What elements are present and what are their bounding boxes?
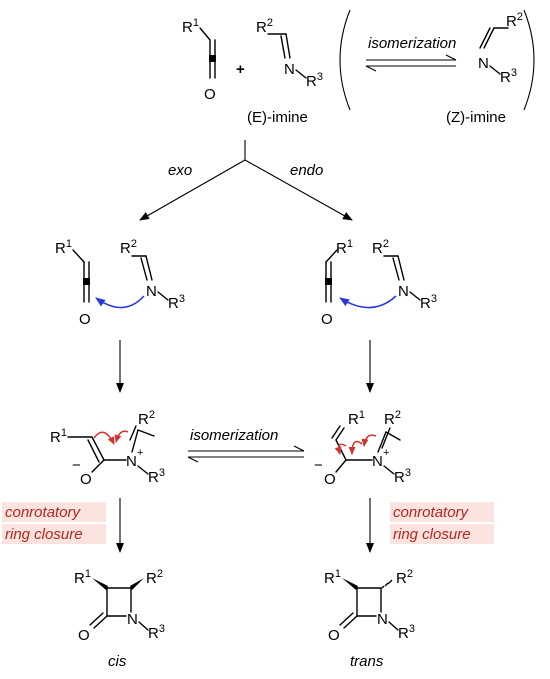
zwitterion-right: R1 − O N + R2 R3 bbox=[314, 409, 411, 488]
e-imine: R2 N R3 (E)-imine bbox=[247, 17, 323, 126]
electron-arrow-zr-1 bbox=[334, 443, 347, 455]
trans-beta-lactam: R1 R2 O N R3 trans bbox=[324, 568, 415, 670]
r3-label: R3 bbox=[306, 71, 323, 90]
nitrogen-zr: N bbox=[372, 453, 383, 470]
r3-label-zl: R3 bbox=[148, 467, 165, 486]
branch-arrows bbox=[139, 140, 353, 221]
conrotatory-label-right: conrotatory ring closure bbox=[390, 502, 494, 544]
r2-label: R2 bbox=[256, 17, 273, 36]
r3-label-endo: R3 bbox=[420, 293, 437, 312]
exo-approach: R1 O R2 N R3 bbox=[55, 238, 185, 328]
isomerization-label-top: isomerization bbox=[368, 35, 456, 52]
plus-sign: + bbox=[236, 61, 245, 78]
left-parenthesis bbox=[339, 9, 351, 111]
oxygen-zl: O bbox=[80, 471, 92, 488]
nitrogen-endo: N bbox=[398, 283, 409, 300]
svg-text:ring closure: ring closure bbox=[5, 526, 83, 543]
r2-label-zr: R2 bbox=[384, 409, 401, 428]
r3-label-trans: R3 bbox=[398, 623, 415, 642]
svg-text:conrotatory: conrotatory bbox=[393, 504, 470, 521]
r1-label-trans: R1 bbox=[324, 568, 341, 587]
nitrogen-exo: N bbox=[146, 283, 157, 300]
minus-charge-left: − bbox=[72, 457, 81, 474]
r2-label-zl: R2 bbox=[138, 409, 155, 428]
oxygen-trans: O bbox=[328, 627, 340, 644]
exo-label: exo bbox=[168, 162, 192, 179]
z-imine-label: (Z)-imine bbox=[446, 109, 506, 126]
oxygen-label: O bbox=[204, 86, 216, 103]
nitrogen-label: N bbox=[284, 61, 295, 78]
equilibrium-arrow-top bbox=[365, 54, 457, 72]
r3-label-z: R3 bbox=[500, 67, 517, 86]
r3-label-zr: R3 bbox=[394, 467, 411, 486]
ketene-top: R1 O bbox=[182, 17, 216, 103]
r1-label-zl: R1 bbox=[50, 427, 67, 446]
trans-label: trans bbox=[350, 653, 384, 670]
nitrogen-label-z: N bbox=[478, 55, 489, 72]
e-imine-label: (E)-imine bbox=[247, 109, 308, 126]
electron-arrow-zl-1 bbox=[93, 431, 115, 445]
cis-beta-lactam: R1 R2 O N R3 cis bbox=[74, 568, 165, 670]
r2-label-z: R2 bbox=[506, 11, 523, 30]
electron-arrow-zr-2 bbox=[348, 440, 363, 455]
minus-charge-right: − bbox=[314, 457, 323, 474]
r1-label-zr: R1 bbox=[348, 409, 365, 428]
r3-label-cis: R3 bbox=[148, 623, 165, 642]
svg-text:ring closure: ring closure bbox=[393, 526, 471, 543]
isomerization-label-mid: isomerization bbox=[190, 427, 278, 444]
nucleophilic-attack-arrow-exo bbox=[95, 295, 145, 309]
conrotatory-label-left: conrotatory ring closure bbox=[2, 502, 106, 544]
r2-label-exo: R2 bbox=[120, 238, 137, 257]
r2-label-endo: R2 bbox=[372, 238, 389, 257]
r1-label-cis: R1 bbox=[74, 568, 91, 587]
r2-label-cis: R2 bbox=[146, 568, 163, 587]
oxygen-exo: O bbox=[79, 311, 91, 328]
plus-charge-right: + bbox=[383, 447, 389, 459]
right-parenthesis bbox=[523, 9, 535, 111]
r3-label-exo: R3 bbox=[168, 293, 185, 312]
r1-label-exo: R1 bbox=[55, 238, 72, 257]
svg-text:conrotatory: conrotatory bbox=[5, 504, 82, 521]
z-imine: R2 N R3 (Z)-imine bbox=[446, 11, 523, 126]
equilibrium-arrow-mid bbox=[187, 445, 305, 463]
oxygen-endo: O bbox=[321, 311, 333, 328]
nitrogen-trans: N bbox=[377, 611, 388, 628]
oxygen-cis: O bbox=[78, 627, 90, 644]
zwitterion-left: R1 − O N + R2 R3 bbox=[50, 409, 165, 488]
nitrogen-zl: N bbox=[126, 453, 137, 470]
endo-approach: R1 O R2 N R3 bbox=[321, 238, 437, 328]
nucleophilic-attack-arrow-endo bbox=[339, 295, 397, 309]
endo-label: endo bbox=[290, 162, 323, 179]
oxygen-zr: O bbox=[324, 471, 336, 488]
electron-arrow-zr-3 bbox=[361, 434, 377, 447]
electron-arrow-zl-2 bbox=[114, 430, 129, 443]
r1-label: R1 bbox=[182, 17, 199, 36]
r1-label-endo: R1 bbox=[336, 238, 353, 257]
r2-label-trans: R2 bbox=[396, 568, 413, 587]
cis-label: cis bbox=[108, 653, 127, 670]
nitrogen-cis: N bbox=[127, 611, 138, 628]
cumulene-dot bbox=[209, 55, 216, 62]
plus-charge-left: + bbox=[137, 447, 143, 459]
